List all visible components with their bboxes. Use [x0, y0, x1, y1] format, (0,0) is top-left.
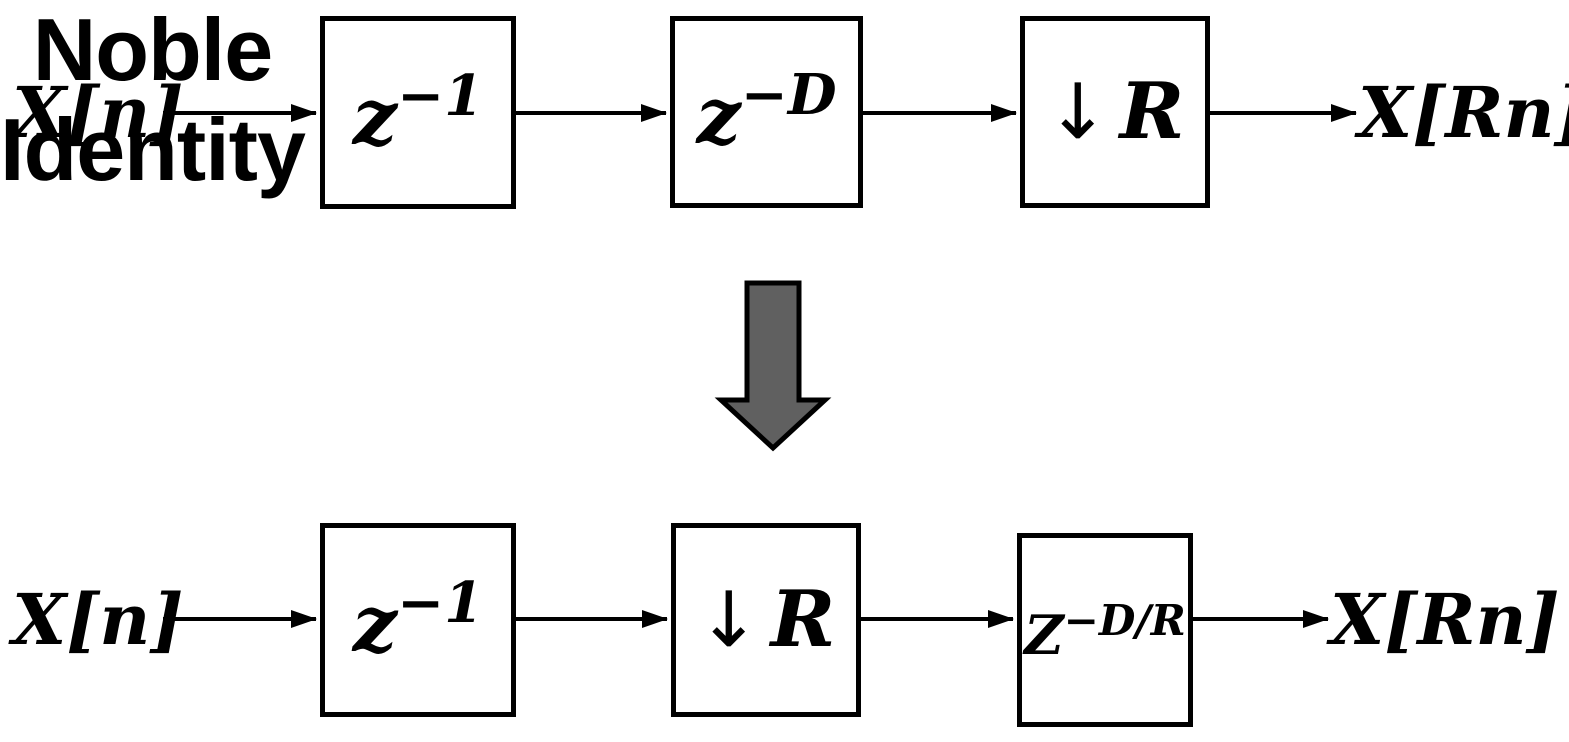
block-fractional-delay: Z−D/R — [1017, 533, 1193, 727]
output-signal-label: X[Rn] — [1358, 71, 1569, 154]
input-signal-label: X[n] — [12, 71, 184, 154]
block-downsampler: ↓R — [1020, 16, 1210, 208]
transform-label-line2: Identity — [0, 100, 306, 199]
block-label-base: z — [352, 72, 398, 164]
block-label-base: R — [1119, 65, 1185, 157]
block-label-exponent: −1 — [397, 570, 484, 637]
output-signal-label: X[Rn] — [1330, 578, 1560, 661]
block-bulk-delay: z−D — [670, 16, 863, 208]
block-label: z−D — [696, 67, 836, 156]
block-label: Z−D/R — [1024, 598, 1186, 661]
block-unit-delay: z−1 — [320, 523, 516, 717]
block-label: ↓R — [697, 580, 836, 659]
block-label-exponent: −D/R — [1063, 594, 1186, 645]
block-label: z−1 — [353, 575, 483, 664]
block-label-base: z — [352, 579, 398, 671]
block-label: z−1 — [353, 68, 483, 157]
transform-label: Noble Identity — [0, 0, 306, 200]
transform-label-line1: Noble — [32, 0, 273, 99]
block-label-exponent: −D — [740, 62, 837, 129]
block-label-base: z — [696, 71, 741, 163]
block-downsampler: ↓R — [671, 523, 861, 717]
down-arrow-icon: ↓ — [1045, 67, 1110, 157]
down-block-arrow-icon — [714, 280, 832, 452]
block-label-exponent: −1 — [397, 62, 484, 129]
block-unit-delay: z−1 — [320, 16, 516, 209]
block-label-base: R — [770, 573, 836, 665]
down-arrow-icon: ↓ — [696, 575, 761, 665]
block-label: ↓R — [1046, 72, 1185, 151]
input-signal-label: X[n] — [12, 578, 184, 661]
block-label-base: Z — [1024, 602, 1064, 667]
